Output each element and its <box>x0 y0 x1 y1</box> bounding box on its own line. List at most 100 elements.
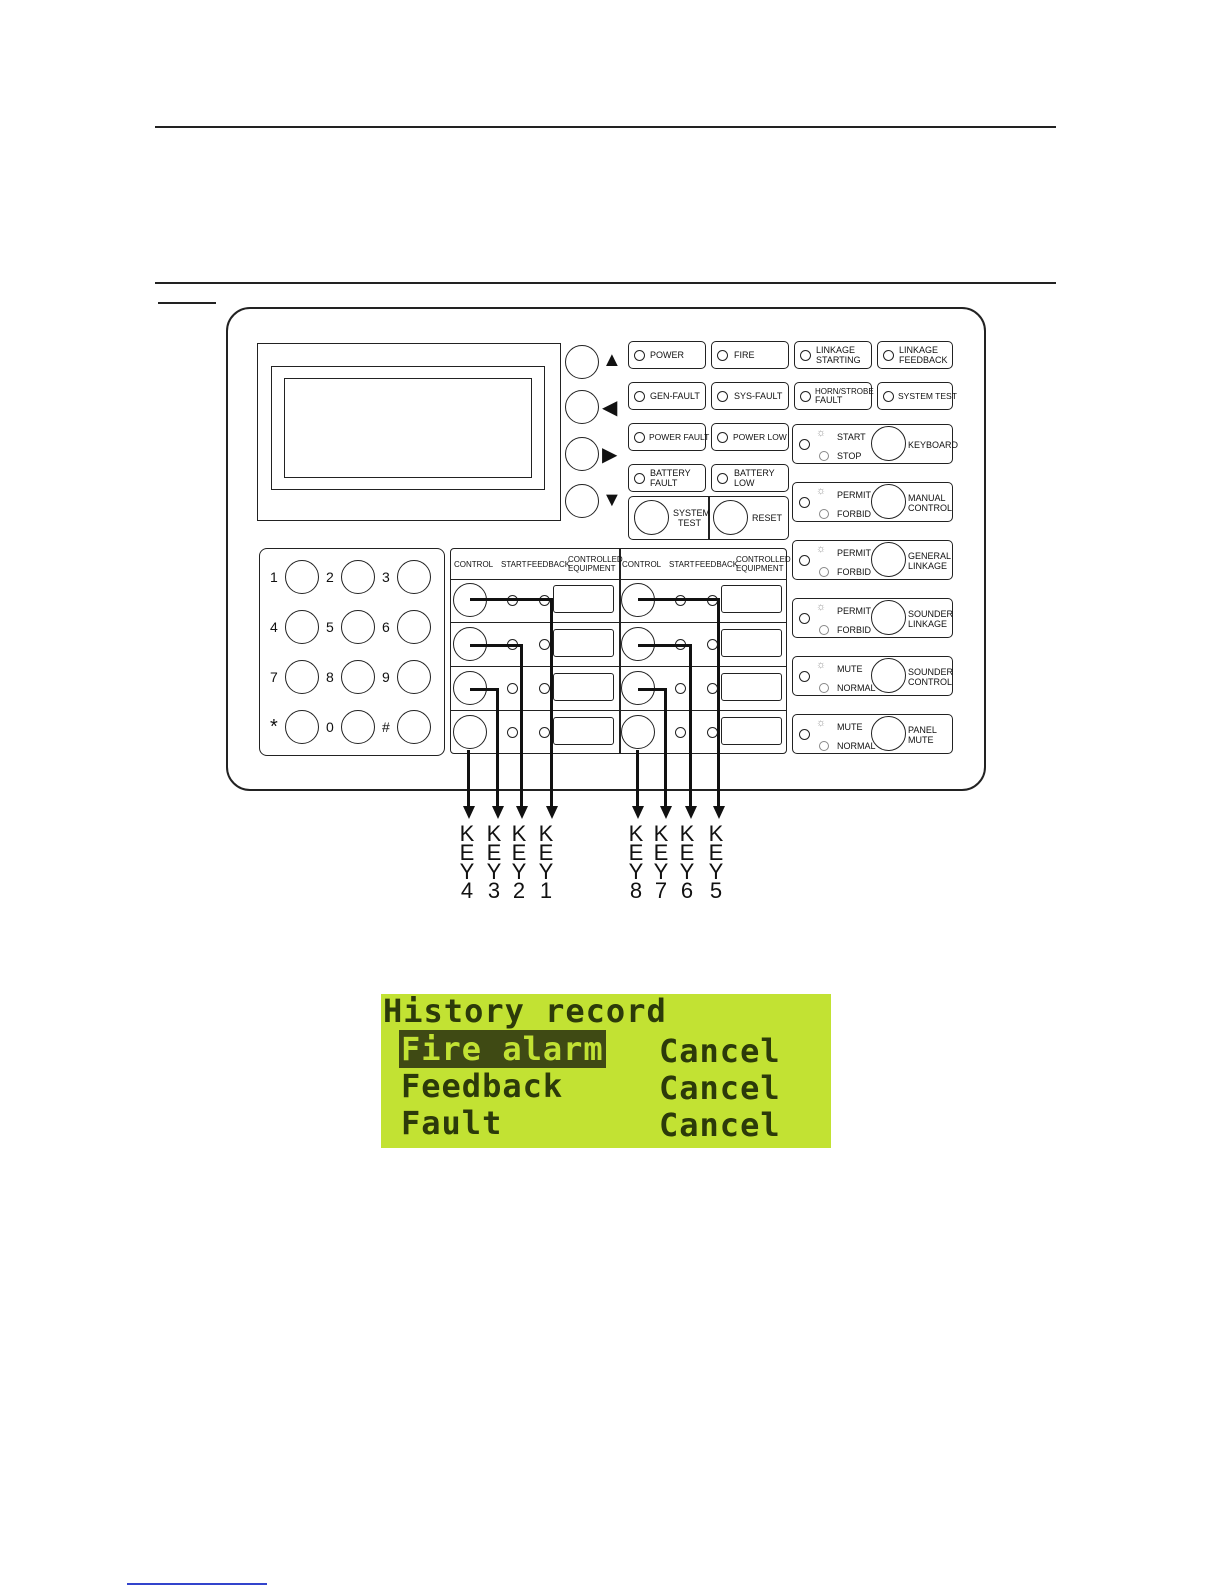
key-letter: E <box>538 840 554 865</box>
key-number: 7 <box>654 878 668 903</box>
connector-wire <box>496 688 499 808</box>
off-led <box>819 451 829 461</box>
down-button[interactable] <box>565 484 599 518</box>
control-panel-button[interactable] <box>871 716 906 751</box>
keypad-key-label: 1 <box>270 569 278 585</box>
control-panel-button[interactable] <box>871 600 906 635</box>
key-letter: Y <box>538 859 554 884</box>
controlled-equipment-slot <box>721 629 782 657</box>
control-panel-button[interactable] <box>871 658 906 693</box>
control-panel-button[interactable] <box>871 426 906 461</box>
keypad-key-3[interactable] <box>397 560 431 594</box>
keypad-key-label: 9 <box>382 669 390 685</box>
keypad-key-1[interactable] <box>285 560 319 594</box>
horn-strobe-fault-led <box>800 391 811 402</box>
connector-wire <box>470 644 520 647</box>
connector-wire <box>470 688 496 691</box>
arrow-down-icon <box>660 806 672 819</box>
key-number: 8 <box>629 878 643 903</box>
connector-wire <box>638 688 664 691</box>
keypad-key-4[interactable] <box>285 610 319 644</box>
key-letter: E <box>708 840 724 865</box>
keypad-key-hash[interactable] <box>397 710 431 744</box>
control-panel-button[interactable] <box>871 542 906 577</box>
status-led <box>799 439 810 450</box>
lcd-display-inner <box>284 378 532 478</box>
indicator-sys-fault-label: SYS-FAULT <box>734 391 783 401</box>
reset-label: RESET <box>752 513 783 523</box>
keypad-key-2[interactable] <box>341 560 375 594</box>
lcd-row-1-item[interactable]: Fire alarm <box>399 1030 606 1068</box>
feedback-led <box>539 727 550 738</box>
down-arrow-icon: ▼ <box>602 489 622 511</box>
controlled-equipment-slot <box>721 585 782 613</box>
off-led <box>819 625 829 635</box>
key-letter: E <box>486 840 502 865</box>
lcd-history-record-screen: History record Fire alarm Cancel Feedbac… <box>381 994 831 1148</box>
lcd-row-3-item[interactable]: Fault <box>401 1104 503 1142</box>
reset-button[interactable] <box>713 500 748 535</box>
key-letter: Y <box>486 859 502 884</box>
control-panel-label-1: MANUAL <box>908 493 946 503</box>
output-control-button[interactable] <box>453 715 487 749</box>
lcd-row-3-action[interactable]: Cancel <box>659 1106 781 1144</box>
control-panel-label-1: PANEL <box>908 725 937 735</box>
system-test-led <box>883 391 894 402</box>
keypad-key-0[interactable] <box>341 710 375 744</box>
up-button[interactable] <box>565 345 599 379</box>
off-led <box>819 741 829 751</box>
keypad-key-label: * <box>270 716 278 738</box>
control-panel-off-label: FORBID <box>837 625 872 635</box>
fire-led <box>717 350 728 361</box>
key-number: 1 <box>539 878 553 903</box>
header-feedback: FEEDBACK <box>695 560 739 569</box>
key-letter: Y <box>679 859 695 884</box>
connector-wire <box>638 644 689 647</box>
keypad-key-star[interactable] <box>285 710 319 744</box>
key-letter: Y <box>628 859 644 884</box>
connector-wire <box>689 644 692 808</box>
system-test-button[interactable] <box>634 500 669 535</box>
sun-icon: ☼ <box>816 659 827 671</box>
control-panel-off-label: NORMAL <box>837 741 876 751</box>
indicator-battery-low-label-2: LOW <box>734 478 755 488</box>
indicator-battery-fault-label-1: BATTERY <box>650 468 691 478</box>
keypad-key-9[interactable] <box>397 660 431 694</box>
arrow-down-icon <box>492 806 504 819</box>
key-letter: E <box>653 840 669 865</box>
indicator-power-label: POWER <box>650 350 685 360</box>
up-arrow-icon: ▲ <box>602 349 622 371</box>
control-panel-label-2: LINKAGE <box>908 619 948 629</box>
keypad-key-8[interactable] <box>341 660 375 694</box>
key-letter: K <box>486 821 502 846</box>
system-test-label-1: SYSTEM <box>673 508 711 518</box>
keypad-key-5[interactable] <box>341 610 375 644</box>
keypad-key-6[interactable] <box>397 610 431 644</box>
status-led <box>799 671 810 682</box>
output-table-row-line <box>450 666 787 668</box>
connector-wire <box>636 750 639 808</box>
control-panel-button[interactable] <box>871 484 906 519</box>
start-led <box>507 727 518 738</box>
keypad-key-7[interactable] <box>285 660 319 694</box>
output-control-button[interactable] <box>621 715 655 749</box>
left-button[interactable] <box>565 390 599 424</box>
indicator-battery-low-label-1: BATTERY <box>734 468 775 478</box>
right-button[interactable] <box>565 437 599 471</box>
key-letter: K <box>538 821 554 846</box>
key-number: 2 <box>512 878 526 903</box>
keypad-key-label: 8 <box>326 669 334 685</box>
key-letter: Y <box>653 859 669 884</box>
battery-low-led <box>717 473 728 484</box>
connector-wire <box>467 750 470 808</box>
lcd-row-1-action[interactable]: Cancel <box>659 1032 781 1070</box>
keypad-key-label: 7 <box>270 669 278 685</box>
header-control: CONTROL <box>622 560 662 569</box>
lcd-row-2-action[interactable]: Cancel <box>659 1069 781 1107</box>
lcd-row-2-item[interactable]: Feedback <box>401 1067 564 1105</box>
control-panel-on-label: PERMIT <box>837 490 872 500</box>
